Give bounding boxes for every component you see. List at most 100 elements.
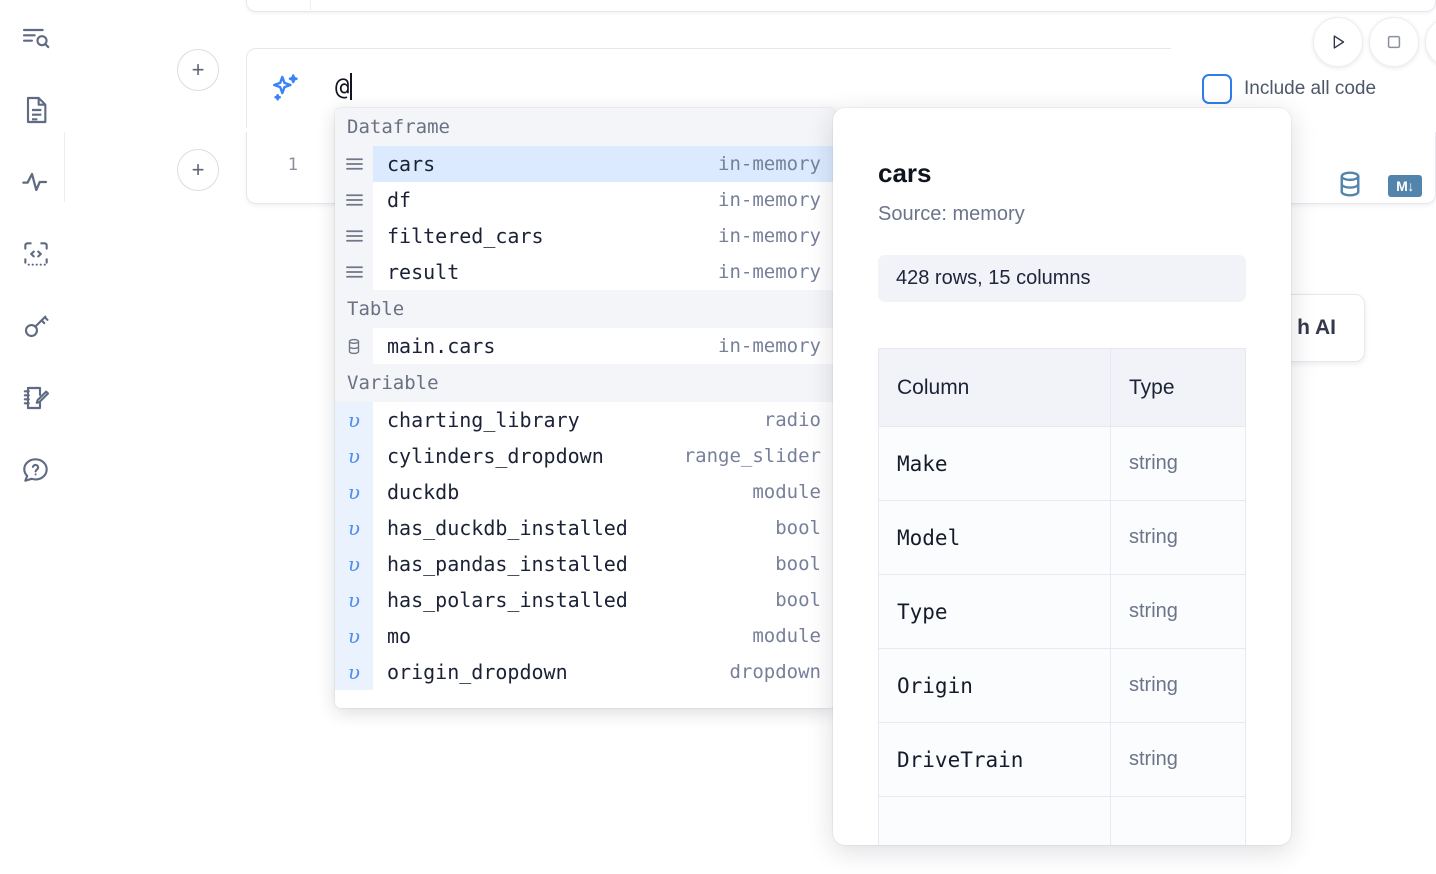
autocomplete-item-type: bool (775, 553, 821, 575)
autocomplete-item-type: in-memory (718, 189, 821, 211)
code-cell-gutter-divider (64, 132, 65, 202)
variable-icon: υ (335, 510, 373, 546)
autocomplete-item-type: in-memory (718, 335, 821, 357)
ai-prompt-input[interactable]: @ (335, 73, 353, 101)
notebook-pencil-icon[interactable] (14, 376, 58, 420)
include-all-code-checkbox[interactable] (1202, 74, 1232, 104)
dataframe-icon (335, 254, 373, 290)
autocomplete-item-type: dropdown (729, 661, 821, 683)
sql-database-icon[interactable] (1334, 168, 1366, 205)
autocomplete-item-label: has_duckdb_installed (387, 516, 628, 540)
column-name-cell (878, 796, 1111, 845)
autocomplete-item[interactable]: υ cylinders_dropdown range_slider (335, 438, 835, 474)
autocomplete-item-label: cars (387, 152, 436, 176)
generate-with-ai-label: h AI (1297, 316, 1336, 339)
preview-stats-badge: 428 rows, 15 columns (878, 255, 1246, 302)
autocomplete-item-label: df (387, 188, 412, 212)
variable-icon: υ (335, 438, 373, 474)
autocomplete-item[interactable]: υ has_duckdb_installed bool (335, 510, 835, 546)
autocomplete-item-label: result (387, 260, 460, 284)
column-name-cell: Model (878, 500, 1111, 575)
table-row-clipped (878, 796, 1246, 845)
include-all-code-row[interactable]: Include all code (1202, 74, 1376, 104)
dataframe-icon (335, 182, 373, 218)
column-type-cell: string (1110, 648, 1246, 723)
autocomplete-item-label: charting_library (387, 408, 580, 432)
autocomplete-item[interactable]: df in-memory (335, 182, 835, 218)
column-type-cell: string (1110, 500, 1246, 575)
left-icon-rail (0, 0, 72, 874)
autocomplete-item[interactable]: main.cars in-memory (335, 328, 835, 364)
autocomplete-item[interactable]: υ origin_dropdown dropdown (335, 654, 835, 690)
column-name-cell: Type (878, 574, 1111, 649)
variable-icon: υ (335, 546, 373, 582)
column-name-cell: DriveTrain (878, 722, 1111, 797)
ai-sparkle-icon (269, 71, 303, 105)
autocomplete-item-type: module (752, 625, 821, 647)
column-header-column: Column (878, 348, 1111, 427)
markdown-badge-label: M↓ (1388, 175, 1422, 197)
more-actions-button[interactable] (1425, 17, 1436, 67)
variable-icon: υ (335, 582, 373, 618)
autocomplete-item-type: bool (775, 517, 821, 539)
add-cell-button-top[interactable]: + (177, 49, 219, 91)
file-text-icon[interactable] (14, 88, 58, 132)
autocomplete-item[interactable]: filtered_cars in-memory (335, 218, 835, 254)
autocomplete-item[interactable]: υ charting_library radio (335, 402, 835, 438)
line-number: 1 (287, 155, 298, 175)
code-brackets-icon[interactable] (14, 232, 58, 276)
column-name-cell: Make (878, 426, 1111, 501)
autocomplete-item-label: main.cars (387, 334, 496, 358)
preview-source: Source: memory (878, 203, 1025, 225)
text-caret (350, 73, 353, 100)
plus-icon: + (191, 57, 205, 82)
previous-cell-gutter-divider (310, 0, 311, 10)
dataframe-icon (335, 218, 373, 254)
dataframe-preview-panel: cars Source: memory 428 rows, 15 columns… (833, 108, 1291, 845)
column-type-cell: string (1110, 574, 1246, 649)
autocomplete-item-label: mo (387, 624, 412, 648)
variable-icon: υ (335, 654, 373, 690)
activity-pulse-icon[interactable] (14, 160, 58, 204)
run-cell-button[interactable] (1313, 17, 1363, 67)
explore-outline-icon[interactable] (14, 16, 58, 60)
autocomplete-item-label: filtered_cars (387, 224, 544, 248)
key-icon[interactable] (14, 304, 58, 348)
column-name-cell: Origin (878, 648, 1111, 723)
add-cell-button-bottom[interactable]: + (177, 149, 219, 191)
chat-help-icon[interactable] (14, 448, 58, 492)
autocomplete-item-type: radio (763, 409, 821, 431)
stop-cell-button[interactable] (1369, 17, 1419, 67)
autocomplete-item-label: has_pandas_installed (387, 552, 628, 576)
autocomplete-item-type: range_slider (683, 445, 821, 467)
column-type-cell (1110, 796, 1246, 845)
column-type-cell: string (1110, 426, 1246, 501)
autocomplete-item-label: cylinders_dropdown (387, 444, 604, 468)
autocomplete-item-type: module (752, 481, 821, 503)
autocomplete-group-header: Dataframe (335, 108, 835, 146)
variable-icon: υ (335, 402, 373, 438)
dataframe-icon (335, 146, 373, 182)
markdown-icon[interactable]: M↓ (1388, 175, 1422, 197)
autocomplete-item[interactable]: υ has_pandas_installed bool (335, 546, 835, 582)
autocomplete-item-type: in-memory (718, 225, 821, 247)
autocomplete-item-label: has_polars_installed (387, 588, 628, 612)
autocomplete-group-header: Table (335, 290, 835, 328)
table-header-row: Column Type (878, 348, 1246, 427)
column-type-cell: string (1110, 722, 1246, 797)
variable-icon: υ (335, 618, 373, 654)
autocomplete-item-label: origin_dropdown (387, 660, 568, 684)
plus-icon: + (191, 157, 205, 182)
